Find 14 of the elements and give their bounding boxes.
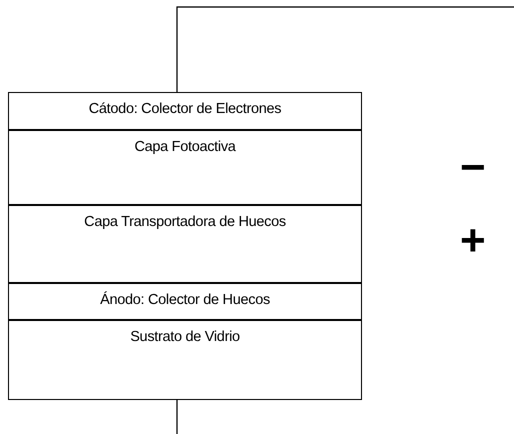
layer-label: Cátodo: Colector de Electrones	[88, 101, 282, 117]
layer-box	[8, 205, 362, 283]
polarity-sign: −	[460, 146, 486, 190]
layer-label: Ánodo: Colector de Huecos	[100, 292, 270, 308]
layer-box	[8, 320, 362, 400]
layer-label: Capa Transportadora de Huecos	[84, 214, 286, 230]
wire	[176, 400, 178, 434]
wire	[176, 6, 514, 92]
layer-box	[8, 92, 362, 130]
layer-box	[8, 130, 362, 205]
polarity-sign: +	[460, 219, 486, 263]
layer-box	[8, 283, 362, 320]
layer-label: Capa Fotoactiva	[134, 139, 236, 155]
layer-label: Sustrato de Vidrio	[130, 329, 240, 345]
